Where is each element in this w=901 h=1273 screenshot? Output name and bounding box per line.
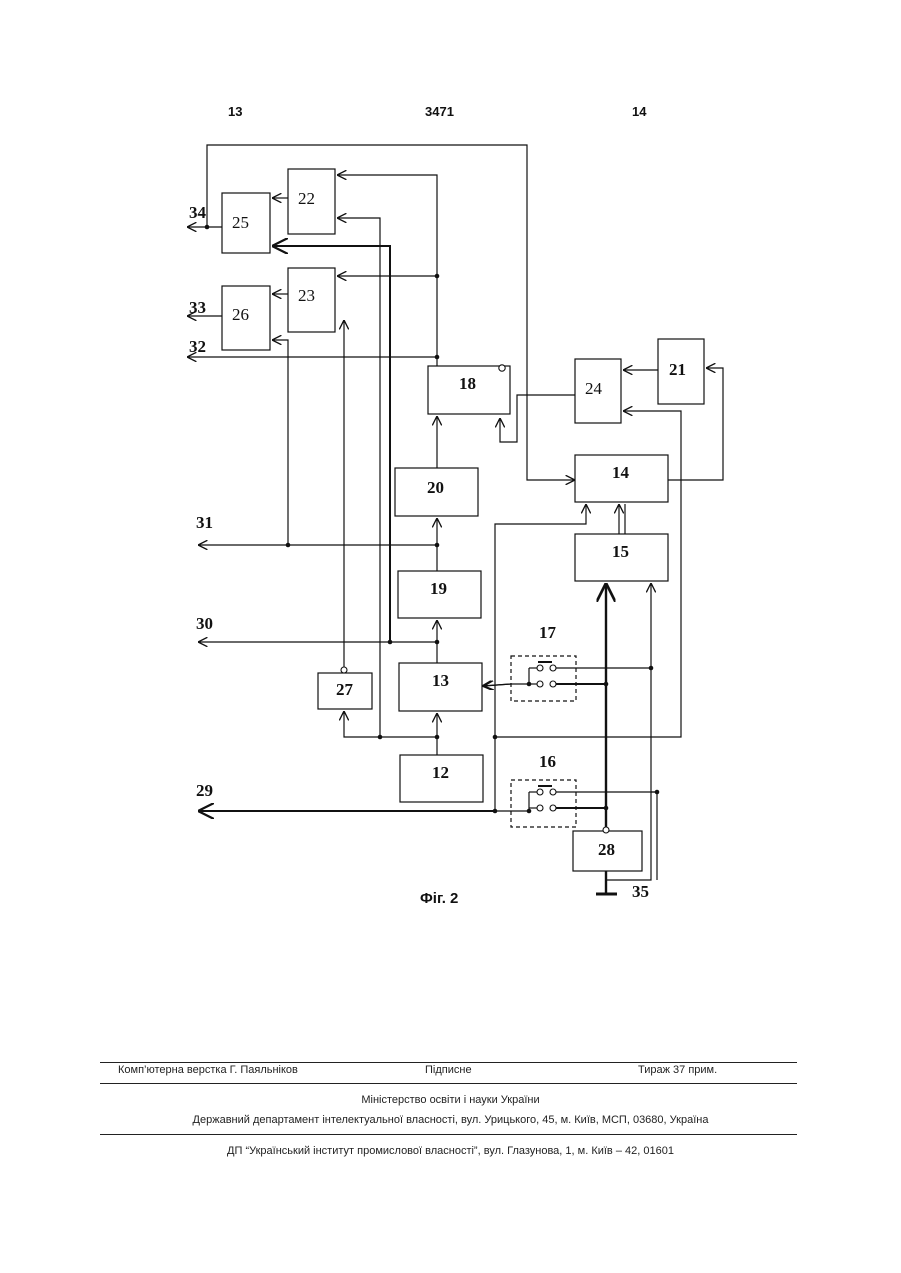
- port-33: 33: [189, 298, 206, 317]
- junctions: [205, 225, 660, 814]
- footer-layout: Комп’ютерна верстка Г. Паяльніков: [118, 1064, 298, 1076]
- footer-signed: Підписне: [425, 1064, 472, 1076]
- footer-rule-bottom: [100, 1134, 797, 1135]
- port-35: 35: [632, 882, 649, 901]
- label-14: 14: [612, 463, 630, 482]
- footer-institute: ДП “Український інститут промислової вла…: [0, 1145, 901, 1157]
- footer-department: Державний департамент інтелектуальної вл…: [0, 1114, 901, 1126]
- label-15: 15: [612, 542, 629, 561]
- label-22: 22: [298, 189, 315, 208]
- figure-caption: Фіг. 2: [420, 890, 458, 907]
- port-30: 30: [196, 614, 213, 633]
- footer-rule-mid: [100, 1083, 797, 1084]
- label-23: 23: [298, 286, 315, 305]
- footer-circulation: Тираж 37 прим.: [638, 1064, 717, 1076]
- footer-rule-top: [100, 1062, 797, 1063]
- blocks: [222, 169, 704, 871]
- port-31: 31: [196, 513, 213, 532]
- footer-ministry: Міністерство освіти і науки України: [0, 1094, 901, 1106]
- label-20: 20: [427, 478, 444, 497]
- port-29: 29: [196, 781, 213, 800]
- label-21: 21: [669, 360, 686, 379]
- label-28: 28: [598, 840, 615, 859]
- label-17: 17: [539, 623, 557, 642]
- label-25: 25: [232, 213, 249, 232]
- label-13: 13: [432, 671, 449, 690]
- label-16: 16: [539, 752, 556, 771]
- port-32: 32: [189, 337, 206, 356]
- switch-16: [511, 780, 576, 827]
- port-34: 34: [189, 203, 207, 222]
- label-18: 18: [459, 374, 476, 393]
- label-12: 12: [432, 763, 449, 782]
- label-19: 19: [430, 579, 447, 598]
- label-26: 26: [232, 305, 249, 324]
- label-24: 24: [585, 379, 603, 398]
- label-27: 27: [336, 680, 354, 699]
